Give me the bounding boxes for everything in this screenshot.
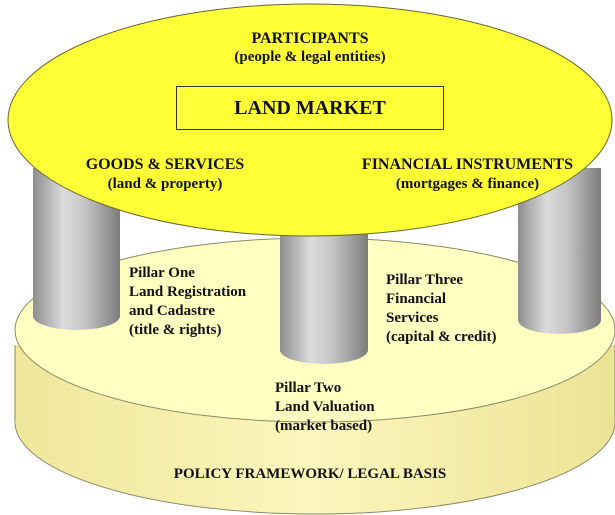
participants-subtitle: (people & legal entities) [234, 49, 386, 65]
pillar-three-label: Pillar Three Financial Services (capital… [386, 271, 497, 347]
pillar-three-line: Services [386, 310, 439, 326]
goods-services-subtitle: (land & property) [107, 176, 223, 192]
pillar-three-line: Financial [386, 291, 447, 307]
pillar-one-line: Land Registration [129, 284, 247, 300]
pillar-one-line: (title & rights) [129, 322, 222, 338]
land-market-box: LAND MARKET [176, 86, 444, 130]
participants-label: PARTICIPANTS [251, 30, 369, 47]
pillar-one-line: Pillar One [129, 265, 195, 281]
pillar-three-line: (capital & credit) [386, 329, 497, 345]
pillar-one-line: and Cadastre [129, 303, 215, 319]
land-market-title: LAND MARKET [234, 96, 386, 119]
pillar-one-label: Pillar One Land Registration and Cadastr… [129, 264, 246, 340]
pillar-one [33, 168, 120, 330]
pillar-two-line: Land Valuation [275, 399, 375, 415]
financial-instruments-label: FINANCIAL INSTRUMENTS [361, 156, 574, 173]
pillar-three-line: Pillar Three [386, 272, 464, 288]
pillar-two-line: (market based) [275, 418, 373, 434]
goods-services-label: GOODS & SERVICES [85, 156, 245, 173]
pillar-two-line: Pillar Two [275, 380, 342, 396]
policy-framework-label: POLICY FRAMEWORK/ LEGAL BASIS [173, 466, 447, 482]
pillar-two-label: Pillar Two Land Valuation (market based) [275, 379, 375, 436]
top-disc [7, 3, 613, 237]
financial-instruments-subtitle: (mortgages & finance) [395, 176, 540, 192]
